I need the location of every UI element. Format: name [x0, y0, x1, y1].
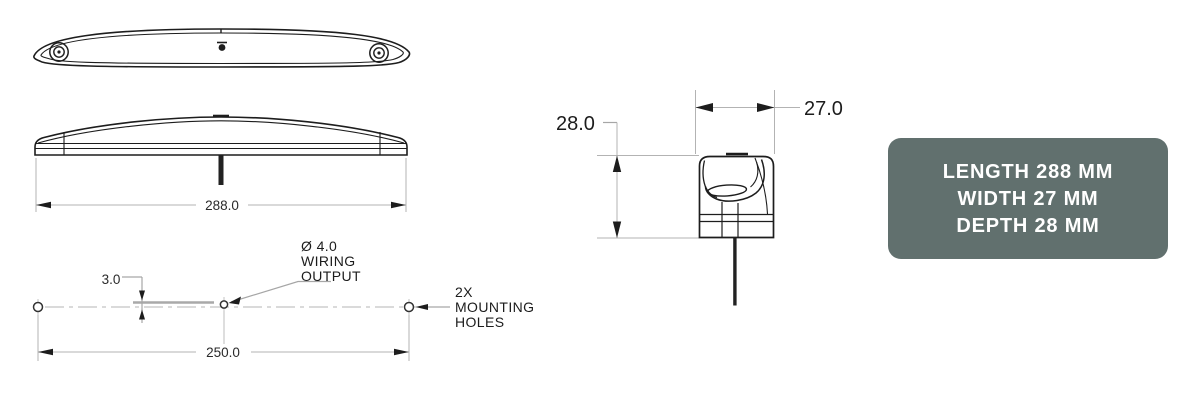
side-view-drawing: 288.0 [34, 114, 408, 213]
dimension-length-288: 288.0 [35, 158, 407, 213]
spec-depth-text: DEPTH 28 MM [956, 214, 1100, 237]
dimension-depth-28: 28.0 [556, 113, 699, 239]
mounting-holes-label-line1: 2X [455, 284, 473, 300]
dimension-offset-3: 3.0 [102, 272, 145, 323]
end-view-drawing: 27.0 28.0 [556, 90, 843, 306]
wiring-output-label-line1: Ø 4.0 [301, 238, 337, 254]
wire-end-view [733, 237, 737, 306]
top-view-drawing [33, 28, 411, 68]
mounting-holes-label-line3: HOLES [455, 314, 504, 330]
depth-dimension-label: 28.0 [556, 113, 595, 135]
mounting-holes-label-line2: MOUNTING [455, 299, 534, 315]
wiring-output-label-line2: WIRING [301, 253, 356, 269]
mounting-holes-callout: 2X MOUNTING HOLES [415, 284, 534, 330]
cross-section-body [698, 152, 775, 306]
lens-opening [706, 184, 748, 197]
spec-width-text: WIDTH 27 MM [957, 187, 1099, 210]
dimension-width-27: 27.0 [695, 90, 843, 154]
hole-spacing-dimension-label: 250.0 [206, 345, 240, 360]
mounting-hole-left-icon [32, 299, 44, 315]
screw-left-icon [49, 42, 69, 62]
length-dimension-label: 288.0 [205, 198, 239, 213]
wiring-output-callout: Ø 4.0 WIRING OUTPUT [228, 238, 361, 305]
wiring-output-label-line3: OUTPUT [301, 268, 361, 284]
wire-side-view [218, 155, 224, 185]
spec-badge: LENGTH 288 MM WIDTH 27 MM DEPTH 28 MM [888, 138, 1168, 259]
dimension-hole-spacing-250: 250.0 [37, 315, 410, 361]
cable-gland-top-icon [217, 29, 227, 51]
offset-dimension-label: 3.0 [102, 272, 121, 287]
wiring-output-hole-icon [219, 297, 229, 312]
mounting-hole-right-icon [403, 299, 415, 315]
spec-length-text: LENGTH 288 MM [942, 160, 1114, 183]
screw-right-icon [369, 43, 389, 63]
width-dimension-label: 27.0 [804, 98, 843, 120]
mounting-template-drawing: 3.0 Ø 4.0 WIRING OUTPUT 2X MOUNTING HOLE… [32, 238, 534, 361]
